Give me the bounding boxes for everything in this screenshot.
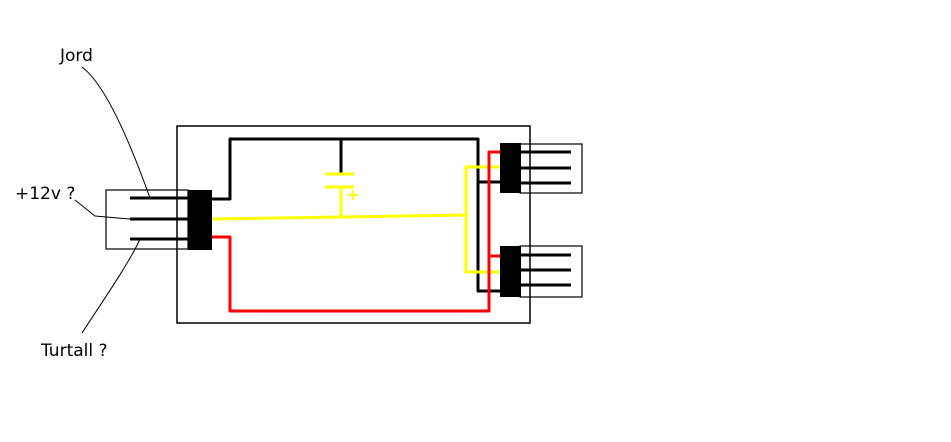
circuit-board bbox=[176, 125, 531, 324]
input-connector bbox=[105, 189, 212, 250]
ground-leader-line bbox=[81, 66, 151, 199]
speed-leader-line bbox=[81, 238, 141, 334]
plus12v-leader-line bbox=[74, 199, 131, 220]
input-header-block bbox=[188, 190, 212, 250]
output-bottom-header-block bbox=[500, 246, 521, 297]
signal-wire bbox=[211, 165, 500, 221]
output-top-header-block bbox=[500, 143, 521, 193]
output-connector-bottom bbox=[500, 245, 583, 298]
capacitor-polarity-mark: + bbox=[346, 185, 359, 204]
power-wire bbox=[212, 150, 500, 313]
signal-wire-bottom-branch bbox=[464, 215, 500, 274]
capacitor: + bbox=[325, 172, 359, 218]
plus12v-label: +12v ? bbox=[15, 184, 75, 204]
ground-wire bbox=[212, 137, 500, 293]
speed-label: Turtall ? bbox=[40, 341, 108, 361]
output-connector-top bbox=[500, 143, 583, 194]
ground-label: Jord bbox=[59, 46, 93, 66]
